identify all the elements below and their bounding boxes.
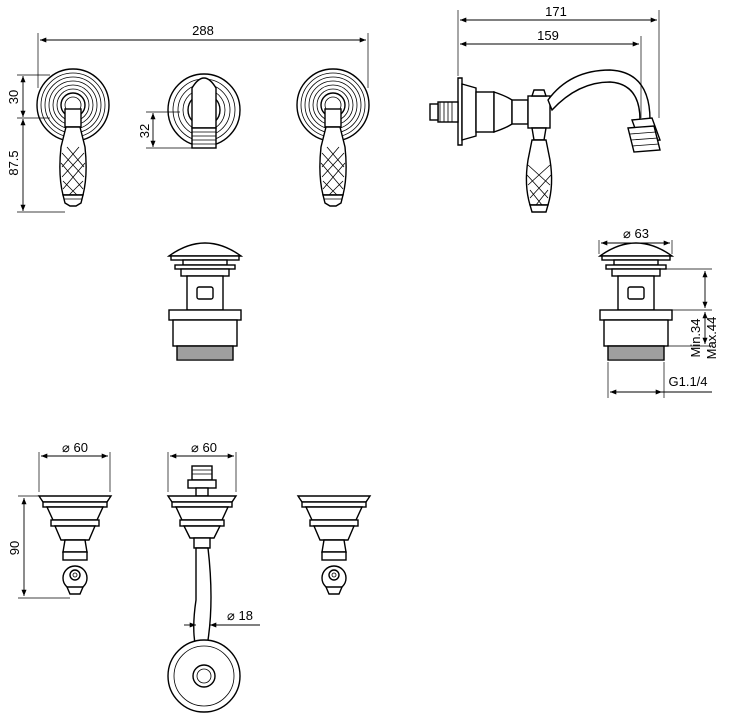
dim-label-159: 159 [537, 28, 559, 43]
dim-label-87-5: 87.5 [6, 150, 21, 175]
dim-label-32: 32 [137, 124, 152, 138]
waste-left [168, 242, 242, 361]
concealed-bodies-group: ⌀ 60 ⌀ 60 90 ⌀ 18 [7, 440, 371, 713]
waste-right [599, 242, 673, 361]
dim-label-171: 171 [545, 4, 567, 19]
spout-body-center [166, 465, 241, 713]
dim-label-d18: ⌀ 18 [227, 608, 253, 623]
left-lever-handle [36, 68, 110, 207]
spout-top-view [167, 73, 241, 149]
side-view-group: 171 159 [429, 4, 661, 213]
right-lever-handle [296, 68, 370, 207]
waste-group: ⌀ 63 Min.34 Max.44 G1.1/4 [168, 226, 719, 398]
dim-label-d60-left: ⌀ 60 [62, 440, 88, 455]
dim-label-90: 90 [7, 541, 22, 555]
dim-label-thread: G1.1/4 [668, 374, 707, 389]
front-view-group: 288 30 87.5 32 [6, 23, 370, 213]
dim-label-288: 288 [192, 23, 214, 38]
valve-body-left [38, 495, 112, 595]
dim-label-max: Max.44 [704, 317, 719, 360]
dim-label-30: 30 [6, 90, 21, 104]
valve-body-right [297, 495, 371, 595]
dim-label-min: Min.34 [688, 318, 703, 357]
dim-label-d60-center: ⌀ 60 [191, 440, 217, 455]
dim-label-d63: ⌀ 63 [623, 226, 649, 241]
